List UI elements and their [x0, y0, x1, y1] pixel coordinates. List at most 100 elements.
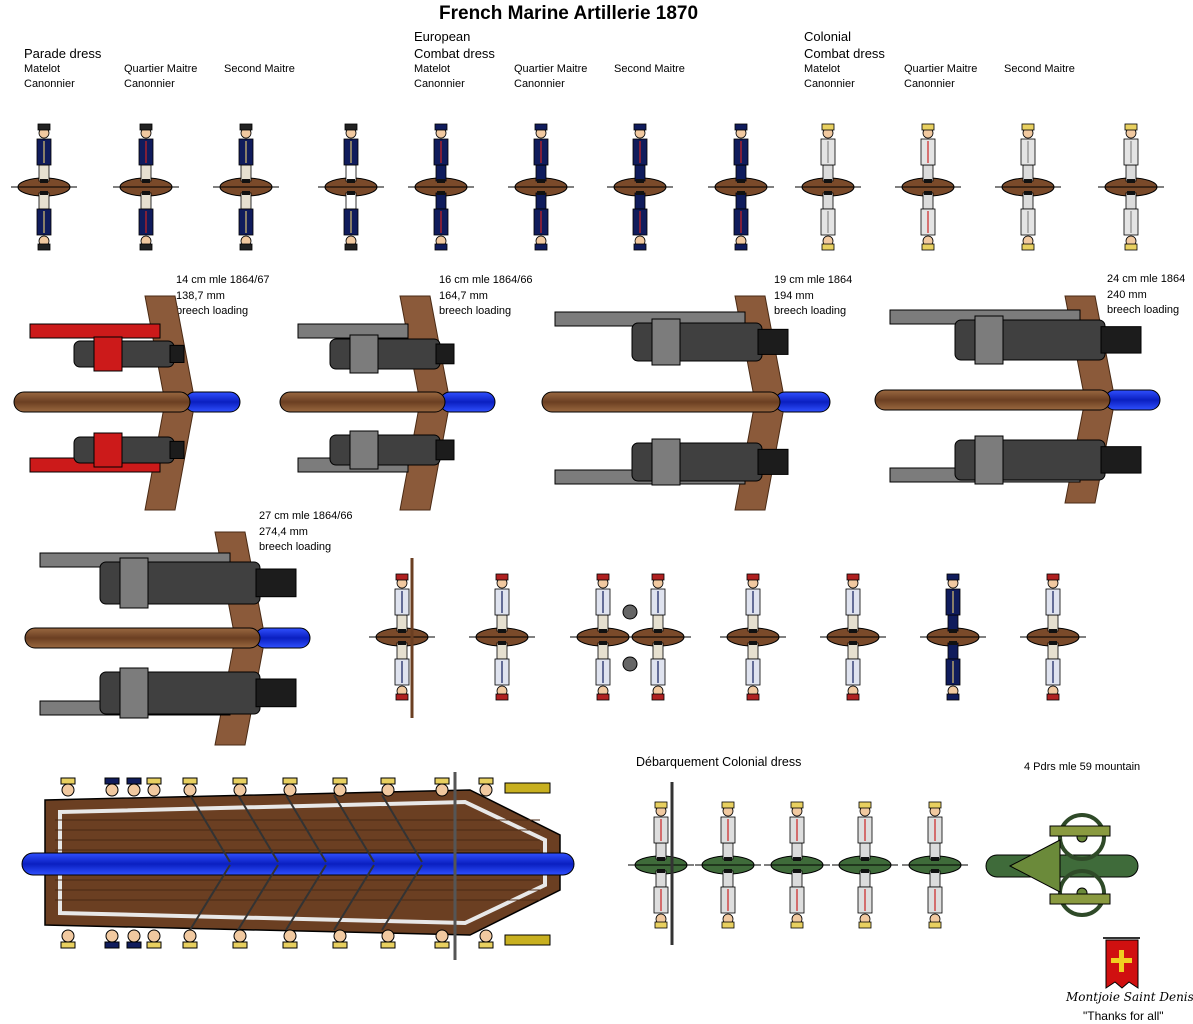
section-parade-dress: Parade dress — [24, 46, 102, 61]
oar — [381, 794, 423, 863]
landing-party-soldier — [902, 801, 968, 929]
rower-head — [147, 783, 161, 797]
gun-muzzle — [255, 678, 297, 708]
water-splash — [254, 627, 311, 649]
rower-hat — [146, 941, 162, 949]
gun-wheel — [1058, 813, 1106, 861]
rower-head — [147, 929, 161, 943]
gun-trunnion — [651, 318, 681, 366]
boat-gun — [504, 934, 551, 946]
mountain-gun-label: 4 Pdrs mle 59 mountain — [1024, 761, 1141, 773]
gun-trunnion — [349, 334, 379, 374]
rower-hat — [104, 777, 120, 785]
boat-gunwale — [58, 799, 547, 926]
shot-ball — [622, 604, 638, 620]
combat-soldier — [607, 123, 673, 251]
oar — [237, 794, 279, 863]
gun-slide — [29, 323, 161, 339]
rower-hat — [434, 777, 450, 785]
gun-muzzle — [1100, 446, 1142, 474]
rower-head — [479, 783, 493, 797]
gun-trunnion — [119, 557, 149, 609]
gun-barrel — [73, 436, 175, 464]
rower-hat — [232, 777, 248, 785]
gun-muzzle — [169, 440, 185, 459]
boat-gun — [504, 782, 551, 794]
gun-muzzle — [757, 328, 789, 355]
water-splash — [184, 391, 241, 413]
gun-muzzle — [1100, 326, 1142, 354]
gun-24cm — [874, 295, 1161, 504]
rower-head — [183, 929, 197, 943]
combat-soldier — [408, 123, 474, 251]
oar — [333, 794, 375, 863]
gun-barrel — [73, 340, 175, 368]
rower-head — [61, 929, 75, 943]
combat-soldier — [508, 123, 574, 251]
rower-head — [183, 783, 197, 797]
combat-soldier — [708, 123, 774, 251]
gun-trunnion — [93, 336, 123, 372]
gun-muzzle — [435, 439, 455, 461]
page-title: French Marine Artillerie 1870 — [439, 3, 699, 24]
gun-muzzle — [757, 448, 789, 475]
landing-party-soldier — [695, 801, 761, 929]
rower-hat — [434, 941, 450, 949]
rower-hat — [60, 777, 76, 785]
gun-crew-sailor — [920, 573, 986, 701]
rank-second-maitre: Second Maitre — [1004, 63, 1075, 75]
gun-barrel — [329, 434, 441, 466]
rower-head — [435, 783, 449, 797]
parade-soldier — [318, 123, 384, 251]
gun-trunnion — [93, 432, 123, 468]
parade-soldier — [113, 123, 179, 251]
section-european-line1: European — [414, 29, 471, 44]
rower-head — [127, 783, 141, 797]
parade-soldier — [11, 123, 77, 251]
oar — [333, 864, 375, 931]
gun-19cm — [541, 295, 831, 511]
oar — [381, 864, 423, 931]
section-european-line2: Combat dress — [414, 46, 495, 61]
mountain-gun-base — [985, 854, 1139, 878]
gun-trail — [1008, 839, 1061, 893]
rower-head — [333, 929, 347, 943]
pivot-rail — [279, 391, 446, 413]
oar — [237, 864, 279, 931]
gun-crew-sailor — [625, 573, 691, 701]
pivot-rail — [24, 627, 261, 649]
rower-hat — [104, 941, 120, 949]
rower-hat — [332, 777, 348, 785]
section-colonial-line2: Combat dress — [804, 46, 885, 61]
gun-14cm — [13, 295, 241, 511]
rower-head — [233, 783, 247, 797]
landing-party-soldier — [764, 801, 830, 929]
rower-head — [435, 929, 449, 943]
rower-hat — [380, 777, 396, 785]
oar — [285, 794, 327, 863]
rower-head — [127, 929, 141, 943]
rower-hat — [478, 777, 494, 785]
rower-head — [233, 929, 247, 943]
colonial-soldier — [795, 123, 861, 251]
rower-hat — [60, 941, 76, 949]
colonial-soldier — [1098, 123, 1164, 251]
gun-barrel — [329, 338, 441, 370]
rower-hat — [182, 777, 198, 785]
debarquement-label: Débarquement Colonial dress — [636, 755, 802, 769]
rower-hat — [380, 941, 396, 949]
rower-head — [479, 929, 493, 943]
landing-party-soldier — [628, 801, 694, 929]
rower-head — [381, 783, 395, 797]
shot-ball — [622, 656, 638, 672]
rower-hat — [126, 777, 142, 785]
